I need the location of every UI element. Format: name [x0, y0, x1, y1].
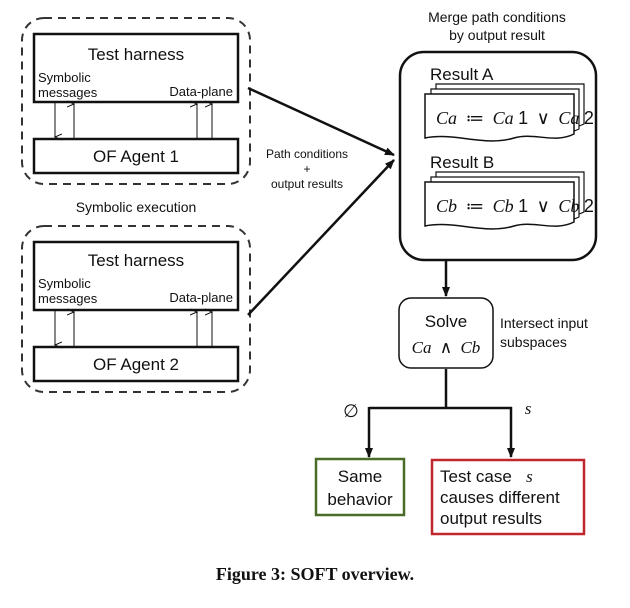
bottom-of-agent-box: [32, 345, 240, 383]
result-a-page-front: [424, 93, 575, 142]
result-a-label: Result A: [430, 65, 494, 84]
solve-rhs: Cb: [460, 338, 480, 357]
top-agent-cluster: Test harness Symbolic messages Data-plan…: [21, 17, 251, 185]
result-a-term2-index: 2: [584, 108, 594, 128]
bottom-cluster-dashed-border: [21, 225, 251, 393]
solve-lhs: Ca: [412, 338, 432, 357]
bottom-agent-cluster: Test harness Symbolic messages Data-plan…: [21, 225, 251, 393]
bottom-test-harness-box: [32, 240, 240, 312]
result-b-stack: [424, 171, 585, 230]
merge-title-line2: by output result: [449, 27, 545, 43]
result-b-formula: Cb ≔ Cb 1 ∨ Cb 2: [436, 196, 594, 216]
s-branch-label: s: [525, 399, 532, 418]
result-b-lhs: Cb: [436, 196, 457, 216]
intersect-label-line1: Intersect input: [500, 315, 588, 331]
solve-label: Solve: [425, 312, 468, 331]
same-behavior-line1: Same: [338, 467, 382, 486]
test-case-text: Test case: [440, 467, 512, 486]
different-results-line1: Test case s: [440, 467, 533, 486]
top-of-agent-box: [32, 137, 240, 175]
top-cluster-dashed-border: [21, 17, 251, 185]
path-conditions-label-line2: +: [303, 162, 310, 176]
path-conditions-label-line3: output results: [271, 177, 343, 191]
result-b-assign: ≔: [466, 196, 485, 216]
result-a-assign: ≔: [466, 108, 485, 128]
merge-title-line1: Merge path conditions: [428, 9, 566, 25]
result-a-or: ∨: [537, 108, 550, 128]
same-behavior-box: [314, 457, 406, 517]
different-results-box: [430, 458, 586, 536]
top-test-harness-box: [32, 32, 240, 104]
result-a-term1-index: 1: [518, 108, 528, 128]
solve-and: ∧: [440, 338, 452, 357]
result-a-lhs: Ca: [436, 108, 457, 128]
bottom-symbolic-label-line1: Symbolic: [38, 276, 91, 291]
top-symbolic-label-line2: messages: [38, 85, 98, 100]
bottom-of-agent-label: OF Agent 2: [93, 355, 179, 374]
bottom-to-merge-arrow: [247, 159, 395, 316]
symbolic-execution-label: Symbolic execution: [76, 199, 197, 215]
bottom-symbolic-label-line2: messages: [38, 291, 98, 306]
result-a-stack: [424, 83, 585, 142]
result-b-or: ∨: [537, 196, 550, 216]
top-test-harness-title: Test harness: [88, 45, 184, 64]
figure-caption: Figure 3: SOFT overview.: [216, 564, 414, 584]
result-a-formula: Ca ≔ Ca 1 ∨ Ca 2: [436, 108, 594, 128]
different-results-line3: output results: [440, 509, 542, 528]
bottom-test-harness-title: Test harness: [88, 251, 184, 270]
top-to-merge-arrow: [247, 86, 395, 157]
result-b-label: Result B: [430, 153, 494, 172]
solve-box: [398, 297, 494, 369]
branch-connectors: [365, 369, 515, 458]
top-dataplane-label: Data-plane: [169, 84, 233, 99]
path-conditions-label-line1: Path conditions: [266, 147, 348, 161]
result-b-term2-index: 2: [584, 196, 594, 216]
top-symbolic-label-line1: Symbolic: [38, 70, 91, 85]
result-b-term2: Cb: [558, 196, 579, 216]
result-b-page-front: [424, 181, 575, 230]
test-case-s: s: [526, 467, 533, 486]
result-b-term1: Cb: [493, 196, 514, 216]
result-b-term1-index: 1: [518, 196, 528, 216]
top-of-agent-label: OF Agent 1: [93, 147, 179, 166]
different-results-line2: causes different: [440, 488, 560, 507]
bottom-dataplane-label: Data-plane: [169, 290, 233, 305]
intersect-label-line2: subspaces: [500, 334, 567, 350]
result-a-term1: Ca: [493, 108, 514, 128]
solve-formula: Ca ∧ Cb: [412, 338, 481, 357]
same-behavior-line2: behavior: [327, 490, 393, 509]
empty-set-label: ∅: [343, 401, 359, 421]
result-a-term2: Ca: [558, 108, 579, 128]
